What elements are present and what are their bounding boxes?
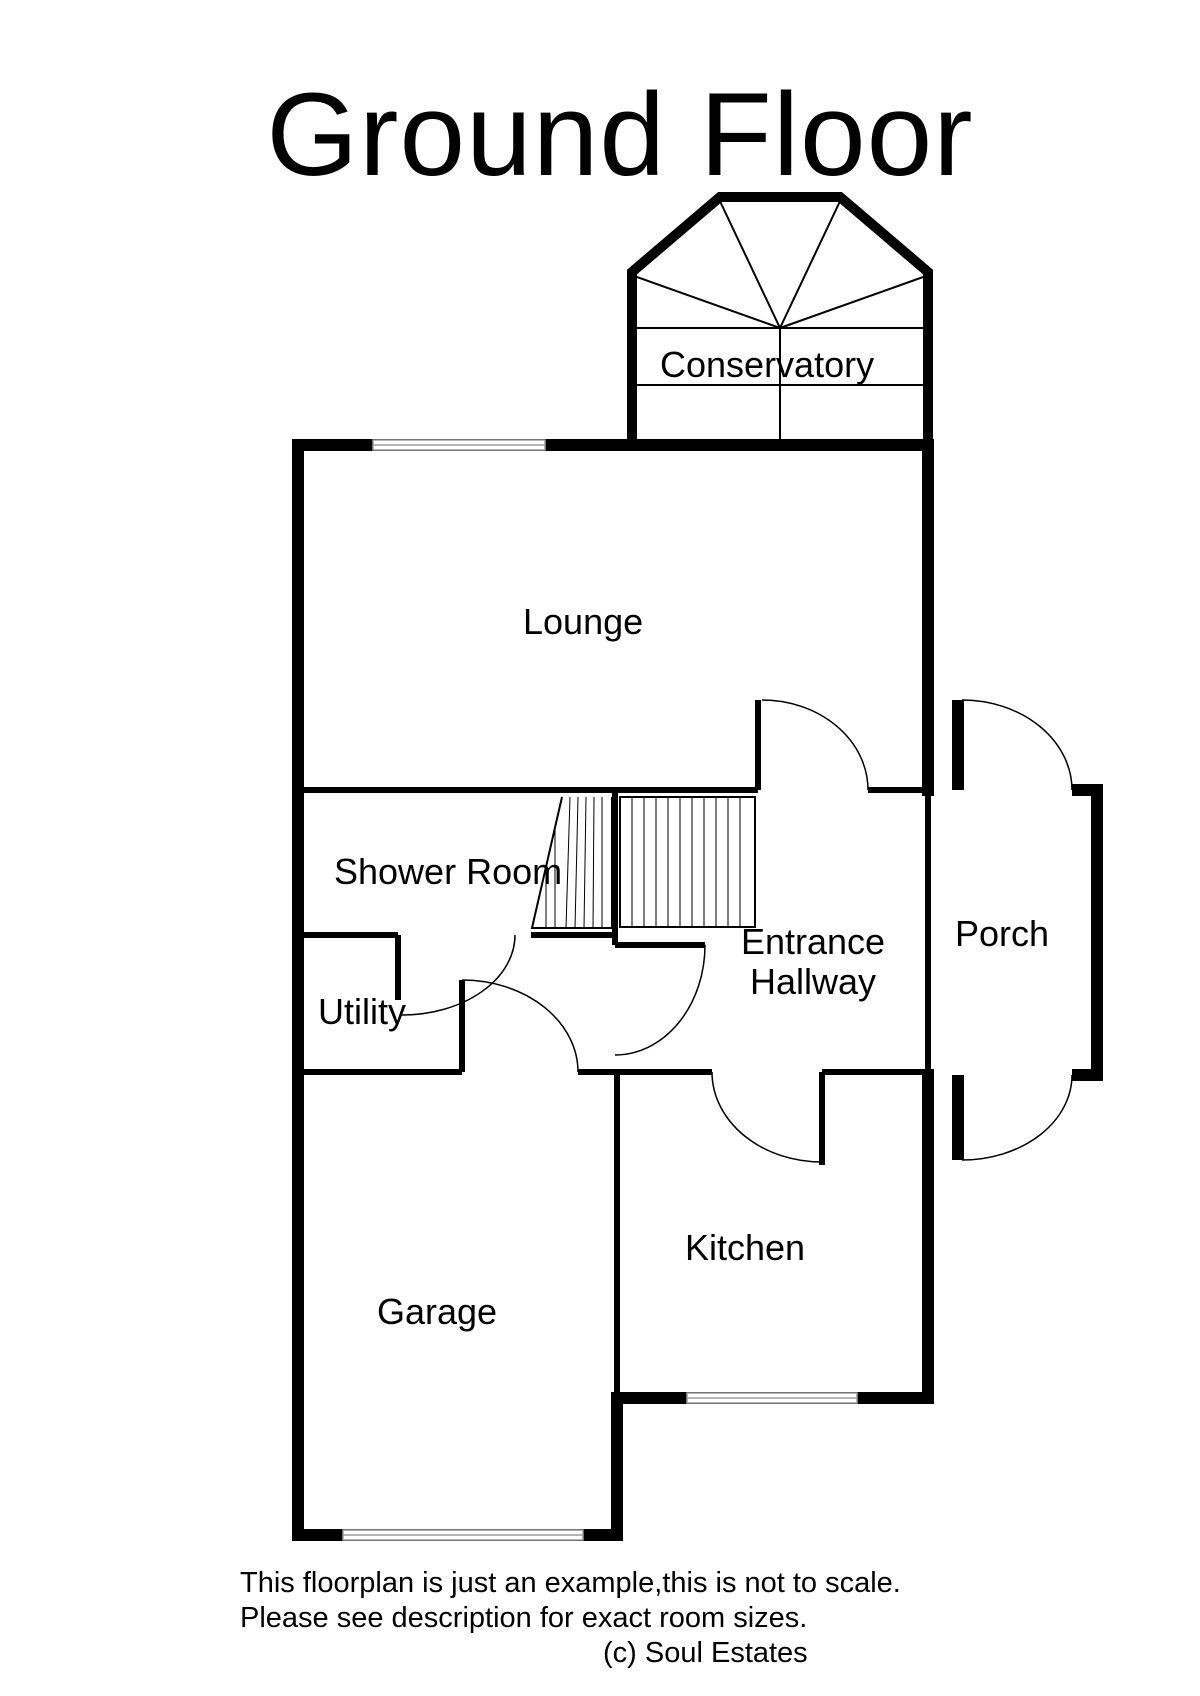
door-porch-upper (961, 699, 1073, 791)
footer-line-2: Please see description for exact room si… (240, 1602, 808, 1634)
room-label-shower-room: Shower Room (334, 851, 563, 892)
footer-line-1: This floorplan is just an example,this i… (240, 1567, 901, 1599)
door-kitchen (711, 1071, 823, 1163)
conservatory-glazing-lines (633, 196, 927, 445)
door-hallway-inner (614, 944, 706, 1056)
conservatory-structure (627, 192, 933, 445)
room-label-garage: Garage (377, 1291, 498, 1332)
staircase (530, 796, 756, 929)
door-swings (401, 699, 1073, 1163)
stair-left-treads (545, 796, 603, 929)
windows (342, 439, 858, 1541)
room-label-porch: Porch (955, 913, 1050, 954)
floor-title: Ground Floor (266, 69, 974, 201)
door-utility (401, 934, 516, 1016)
room-label-entrance-hallway-line1: Entrance (740, 921, 886, 962)
porch-walls (952, 700, 1103, 1160)
stair-left-outline (530, 796, 613, 929)
interior-walls (298, 700, 931, 1398)
door-lounge-hallway (761, 699, 869, 791)
room-label-utility: Utility (318, 991, 406, 1032)
footer-copyright: (c) Soul Estates (603, 1637, 808, 1669)
door-garage (461, 979, 579, 1073)
conservatory-outline (627, 192, 933, 445)
room-label-kitchen: Kitchen (685, 1227, 806, 1268)
stair-right-treads (631, 797, 741, 927)
door-porch-lower (961, 1074, 1073, 1161)
room-label-conservatory: Conservatory (660, 344, 875, 385)
footer-disclaimer: This floorplan is just an example,this i… (240, 1566, 901, 1671)
room-label-lounge: Lounge (523, 601, 644, 642)
room-label-entrance-hallway-line2: Hallway (749, 961, 877, 1002)
stair-right-outline (619, 796, 756, 928)
room-label-entrance-hallway: Entrance Hallway (728, 922, 898, 1002)
